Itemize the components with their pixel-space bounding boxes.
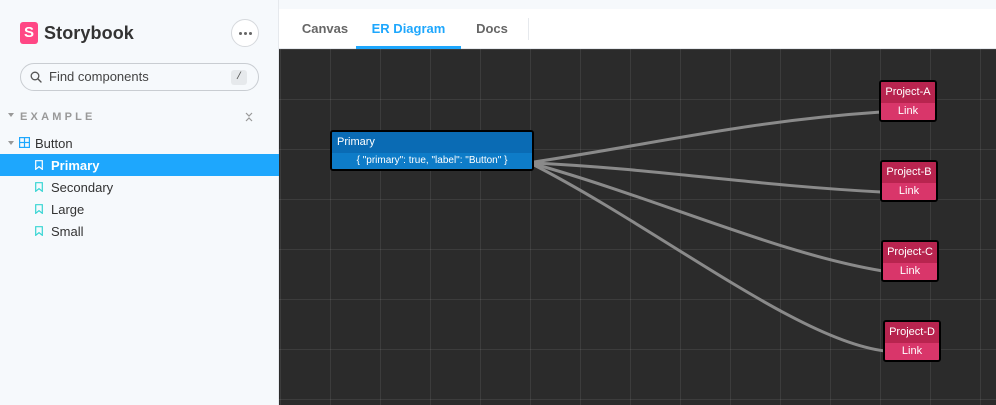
bookmark-icon	[35, 226, 43, 236]
tab-canvas[interactable]: Canvas	[301, 21, 349, 36]
story-label: Secondary	[51, 180, 114, 195]
sidebar-story-primary[interactable]: Primary	[0, 154, 279, 176]
sidebar-story-large[interactable]: Large	[0, 198, 279, 220]
edge-project-c	[533, 162, 884, 273]
ellipsis-icon	[238, 31, 242, 35]
tab-divider	[528, 18, 529, 40]
relation-edges	[533, 110, 886, 353]
section-example[interactable]: EXAMPLE	[0, 110, 279, 126]
node-field: { "primary": true, "label": "Button" }	[332, 153, 532, 169]
edge-project-d	[533, 163, 886, 353]
ellipsis-dot	[248, 31, 252, 35]
app-name: Storybook	[44, 22, 134, 43]
project-node-d[interactable]: Project-D Link	[883, 320, 941, 362]
project-node-c[interactable]: Project-C Link	[881, 240, 939, 282]
bookmark-icon	[35, 204, 43, 214]
tab-er-diagram[interactable]: ER Diagram	[356, 9, 461, 49]
search-box[interactable]: /	[20, 63, 259, 91]
section-title: EXAMPLE	[20, 111, 96, 123]
node-field: Link	[885, 343, 939, 360]
ellipsis-dot	[243, 31, 247, 35]
tab-docs[interactable]: Docs	[476, 21, 508, 36]
main-panel: Canvas ER Diagram Docs Primary { "primar…	[279, 9, 996, 405]
node-field: Link	[882, 183, 936, 200]
more-menu-button[interactable]	[231, 19, 259, 47]
node-title: Primary	[332, 132, 532, 153]
collapse-all-icon[interactable]	[244, 111, 254, 123]
node-field: Link	[883, 263, 937, 280]
er-diagram-canvas[interactable]: Primary { "primary": true, "label": "But…	[279, 49, 996, 405]
chevron-down-icon	[8, 113, 14, 117]
node-title: Project-C	[883, 242, 937, 263]
addon-tabs: Canvas ER Diagram Docs	[279, 9, 996, 49]
story-label: Primary	[51, 158, 100, 173]
sidebar-item-label: Button	[35, 136, 73, 151]
sidebar-item-button[interactable]: Button	[0, 132, 279, 154]
node-title: Project-D	[885, 322, 939, 343]
search-input[interactable]	[49, 69, 219, 84]
bookmark-icon	[35, 160, 43, 170]
project-node-a[interactable]: Project-A Link	[879, 80, 937, 122]
node-title: Project-A	[881, 82, 935, 103]
search-icon	[30, 71, 42, 83]
project-node-b[interactable]: Project-B Link	[880, 160, 938, 202]
sidebar-story-small[interactable]: Small	[0, 220, 279, 242]
node-title: Project-B	[882, 162, 936, 183]
primary-node[interactable]: Primary { "primary": true, "label": "But…	[330, 130, 534, 171]
bookmark-icon	[35, 182, 43, 192]
story-label: Small	[51, 224, 84, 239]
edge-project-a	[533, 110, 882, 164]
component-icon	[19, 137, 30, 148]
search-shortcut-key: /	[231, 70, 247, 85]
sidebar: S Storybook / EXAMPLE Button Primary	[0, 0, 279, 405]
edge-project-b	[533, 161, 882, 194]
story-label: Large	[51, 202, 85, 217]
sidebar-story-secondary[interactable]: Secondary	[0, 176, 279, 198]
storybook-logo-icon: S	[20, 22, 38, 44]
chevron-down-icon	[8, 141, 14, 145]
storybook-brand[interactable]: S Storybook	[20, 22, 134, 44]
node-field: Link	[881, 103, 935, 120]
